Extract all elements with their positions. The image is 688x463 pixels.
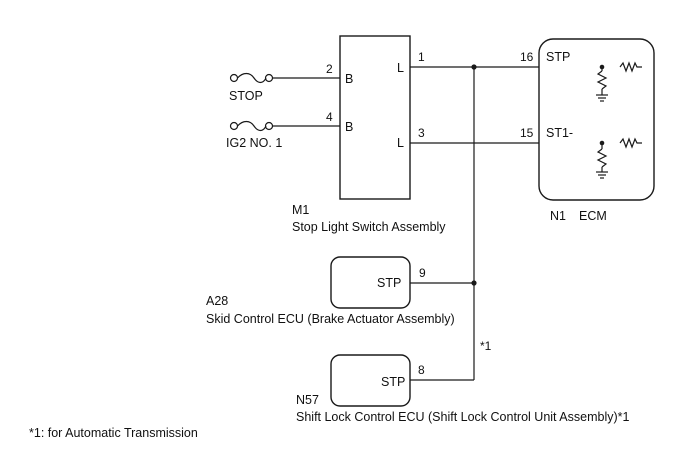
skid-ecu-name: Skid Control ECU (Brake Actuator Assembl… xyxy=(206,312,455,326)
pin-16-label: 16 xyxy=(520,50,534,64)
fuse-ig2-label: IG2 NO. 1 xyxy=(226,136,282,150)
switch-code: M1 xyxy=(292,203,309,217)
branch-note: *1 xyxy=(480,339,492,353)
switch-name: Stop Light Switch Assembly xyxy=(292,220,446,234)
fuse-stop-label: STOP xyxy=(229,89,263,103)
skid-ecu-port-stp: STP xyxy=(377,276,401,290)
pin-2-label: 2 xyxy=(326,62,333,76)
stop-light-switch-box xyxy=(339,35,411,200)
pin-15-label: 15 xyxy=(520,126,534,140)
switch-port-l-lower: L xyxy=(397,136,404,150)
shift-lock-ecu-code: N57 xyxy=(296,393,319,407)
ecm-st1-circuit xyxy=(596,137,642,179)
fuse-stop xyxy=(229,72,340,84)
splice-top xyxy=(471,64,477,70)
ecm-port-st1: ST1- xyxy=(546,126,573,140)
pin-3-label: 3 xyxy=(418,126,425,140)
fuse-ig2 xyxy=(229,120,340,132)
shift-lock-ecu-port-stp: STP xyxy=(381,375,405,389)
ecm-name: ECM xyxy=(579,209,607,223)
switch-port-b-upper: B xyxy=(345,72,353,86)
pin-8-label: 8 xyxy=(418,363,425,377)
pin-9-label: 9 xyxy=(419,266,426,280)
skid-ecu-code: A28 xyxy=(206,294,228,308)
switch-port-l-upper: L xyxy=(397,61,404,75)
ecm-port-stp: STP xyxy=(546,50,570,64)
switch-port-b-lower: B xyxy=(345,120,353,134)
pin-4-label: 4 xyxy=(326,110,333,124)
ecm-box xyxy=(538,38,655,201)
ecm-stp-circuit xyxy=(596,61,642,102)
footnote: *1: for Automatic Transmission xyxy=(29,426,198,440)
pin-1-label: 1 xyxy=(418,50,425,64)
ecm-code: N1 xyxy=(550,209,566,223)
shift-lock-ecu-name: Shift Lock Control ECU (Shift Lock Contr… xyxy=(296,410,630,424)
